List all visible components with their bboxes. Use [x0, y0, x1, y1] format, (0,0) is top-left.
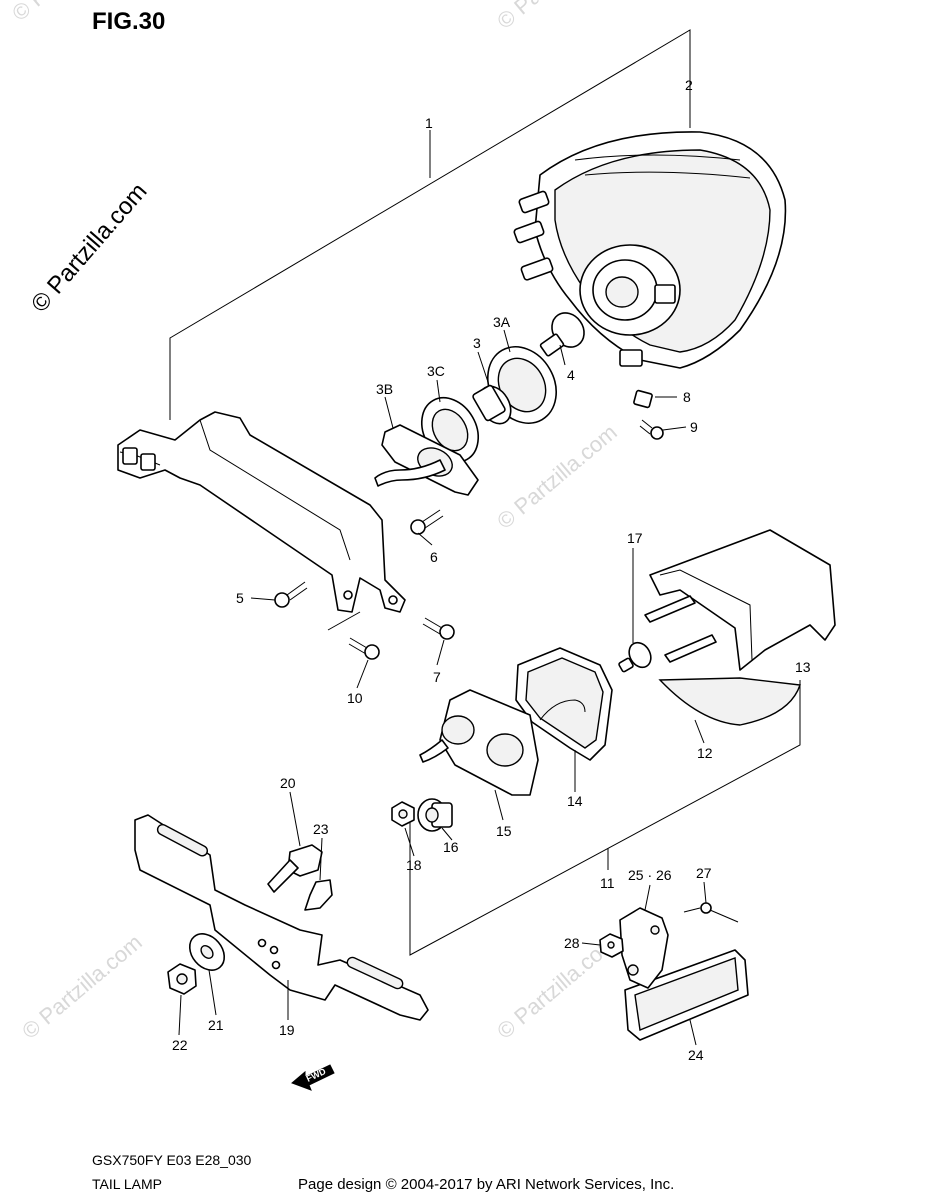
- tail-lamp-housing: [513, 131, 787, 369]
- bulb-4: [539, 312, 585, 357]
- screw-5: [274, 581, 308, 608]
- callout-15: 15: [496, 823, 512, 839]
- callout-25-26: 25 · 26: [628, 867, 672, 883]
- fwd-arrow-icon: FWD: [291, 1064, 335, 1091]
- bolt-20: [267, 844, 323, 893]
- callout-5: 5: [236, 590, 244, 606]
- callout-2: 2: [685, 77, 693, 93]
- callout-24: 24: [688, 1047, 704, 1063]
- screw-7: [422, 617, 455, 640]
- screw-27: [683, 902, 739, 923]
- callout-1: 1: [425, 115, 433, 131]
- screw-6: [410, 509, 444, 535]
- callout-3A: 3A: [493, 314, 511, 330]
- callout-3: 3: [473, 335, 481, 351]
- socket-plate-3B: [374, 424, 479, 496]
- nut-8: [633, 389, 653, 409]
- callout-16: 16: [443, 839, 459, 855]
- callout-8: 8: [683, 389, 691, 405]
- nut-28: [599, 933, 624, 958]
- screw-10: [348, 637, 380, 660]
- callout-12: 12: [697, 745, 713, 761]
- lamp-bracket: [117, 411, 406, 613]
- callout-28: 28: [564, 935, 580, 951]
- callout-21: 21: [208, 1017, 224, 1033]
- callout-17: 17: [627, 530, 643, 546]
- figure-title: FIG.30: [92, 8, 166, 35]
- callout-27: 27: [696, 865, 712, 881]
- washer-21: [188, 933, 226, 971]
- bulb-17: [618, 641, 652, 673]
- callout-11: 11: [600, 875, 615, 891]
- callout-23: 23: [313, 821, 329, 837]
- leader-lines: [178, 92, 707, 1046]
- callout-9: 9: [690, 419, 698, 435]
- callout-13: 13: [795, 659, 811, 675]
- license-lamp-cover-13: [644, 529, 836, 671]
- watermark: © Partzilla.com: [492, 0, 622, 34]
- watermark: © Partzilla.com: [17, 929, 147, 1043]
- callout-10: 10: [347, 690, 363, 706]
- callout-19: 19: [279, 1022, 295, 1038]
- nut-18: [391, 801, 415, 827]
- callout-18: 18: [406, 857, 422, 873]
- callout-7: 7: [433, 669, 441, 685]
- page-footer: Page design © 2004-2017 by ARI Network S…: [298, 1176, 675, 1193]
- figure-code: GSX750FY E03 E28_030: [92, 1152, 252, 1168]
- callout-labels: 1 2 3 3A 3B 3C 4 5 6 7 8 9 10 11 12 13 1…: [172, 77, 811, 1063]
- callout-3B: 3B: [376, 381, 393, 397]
- nut-22: [167, 963, 197, 995]
- callout-4: 4: [567, 367, 575, 383]
- figure-name: TAIL LAMP: [92, 1176, 163, 1192]
- lens-12: [658, 677, 801, 726]
- callout-20: 20: [280, 775, 296, 791]
- callout-22: 22: [172, 1037, 188, 1053]
- callout-6: 6: [430, 549, 438, 565]
- grommet-16: [417, 798, 453, 832]
- socket-plate-15: [419, 689, 539, 796]
- plate-bracket-19: [134, 814, 429, 1021]
- reflector-24: [624, 949, 749, 1041]
- clip-23: [304, 879, 333, 911]
- callout-3C: 3C: [427, 363, 445, 379]
- screw-9: [639, 419, 664, 440]
- callout-14: 14: [567, 793, 583, 809]
- reflector-bracket-25-26: [619, 907, 669, 989]
- license-lamp-housing-14: [515, 647, 613, 761]
- socket-3: [472, 384, 512, 425]
- assembly-line: [327, 611, 361, 631]
- assembly-11-outline: [409, 680, 801, 956]
- watermark: © Partzilla.com: [492, 419, 622, 533]
